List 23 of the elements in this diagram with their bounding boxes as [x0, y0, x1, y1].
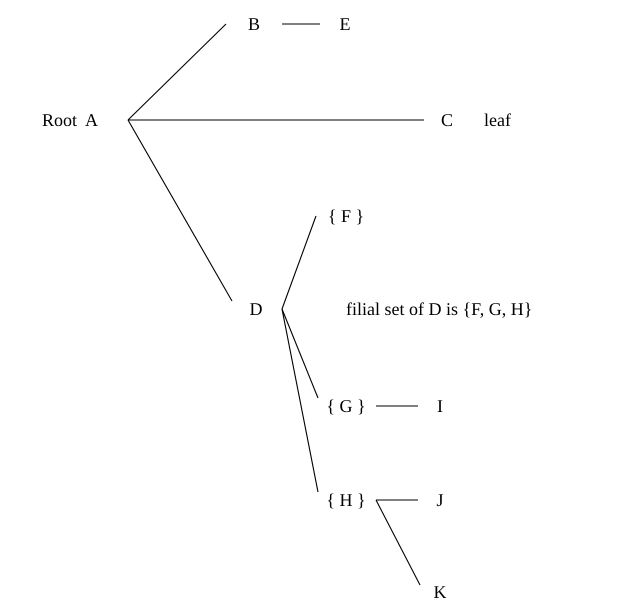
- connector-line: [282, 23, 320, 25]
- node-label: K: [434, 583, 446, 601]
- node-label: { G }: [326, 397, 366, 415]
- node-label: E: [340, 15, 350, 33]
- connector-line: [376, 499, 418, 501]
- connector-line: [128, 120, 232, 302]
- node-label: I: [437, 397, 443, 415]
- node-label: B: [248, 15, 260, 33]
- connector-line: [376, 405, 418, 407]
- node-label: D: [250, 300, 262, 318]
- connector-line: [376, 500, 420, 586]
- connector-line: [281, 308, 319, 492]
- node-label: C: [440, 111, 453, 129]
- connector-line: [281, 216, 317, 310]
- connector-line: [282, 308, 318, 398]
- node-note: leaf: [484, 109, 511, 132]
- node-label: { F }: [328, 207, 364, 225]
- connector-line: [128, 24, 226, 120]
- node-label: { H }: [326, 491, 366, 509]
- note-text: filial set of D is {F, G, H}: [346, 298, 532, 321]
- connector-line: [128, 119, 424, 121]
- node-label: J: [436, 491, 444, 509]
- node-label: Root A: [42, 111, 98, 129]
